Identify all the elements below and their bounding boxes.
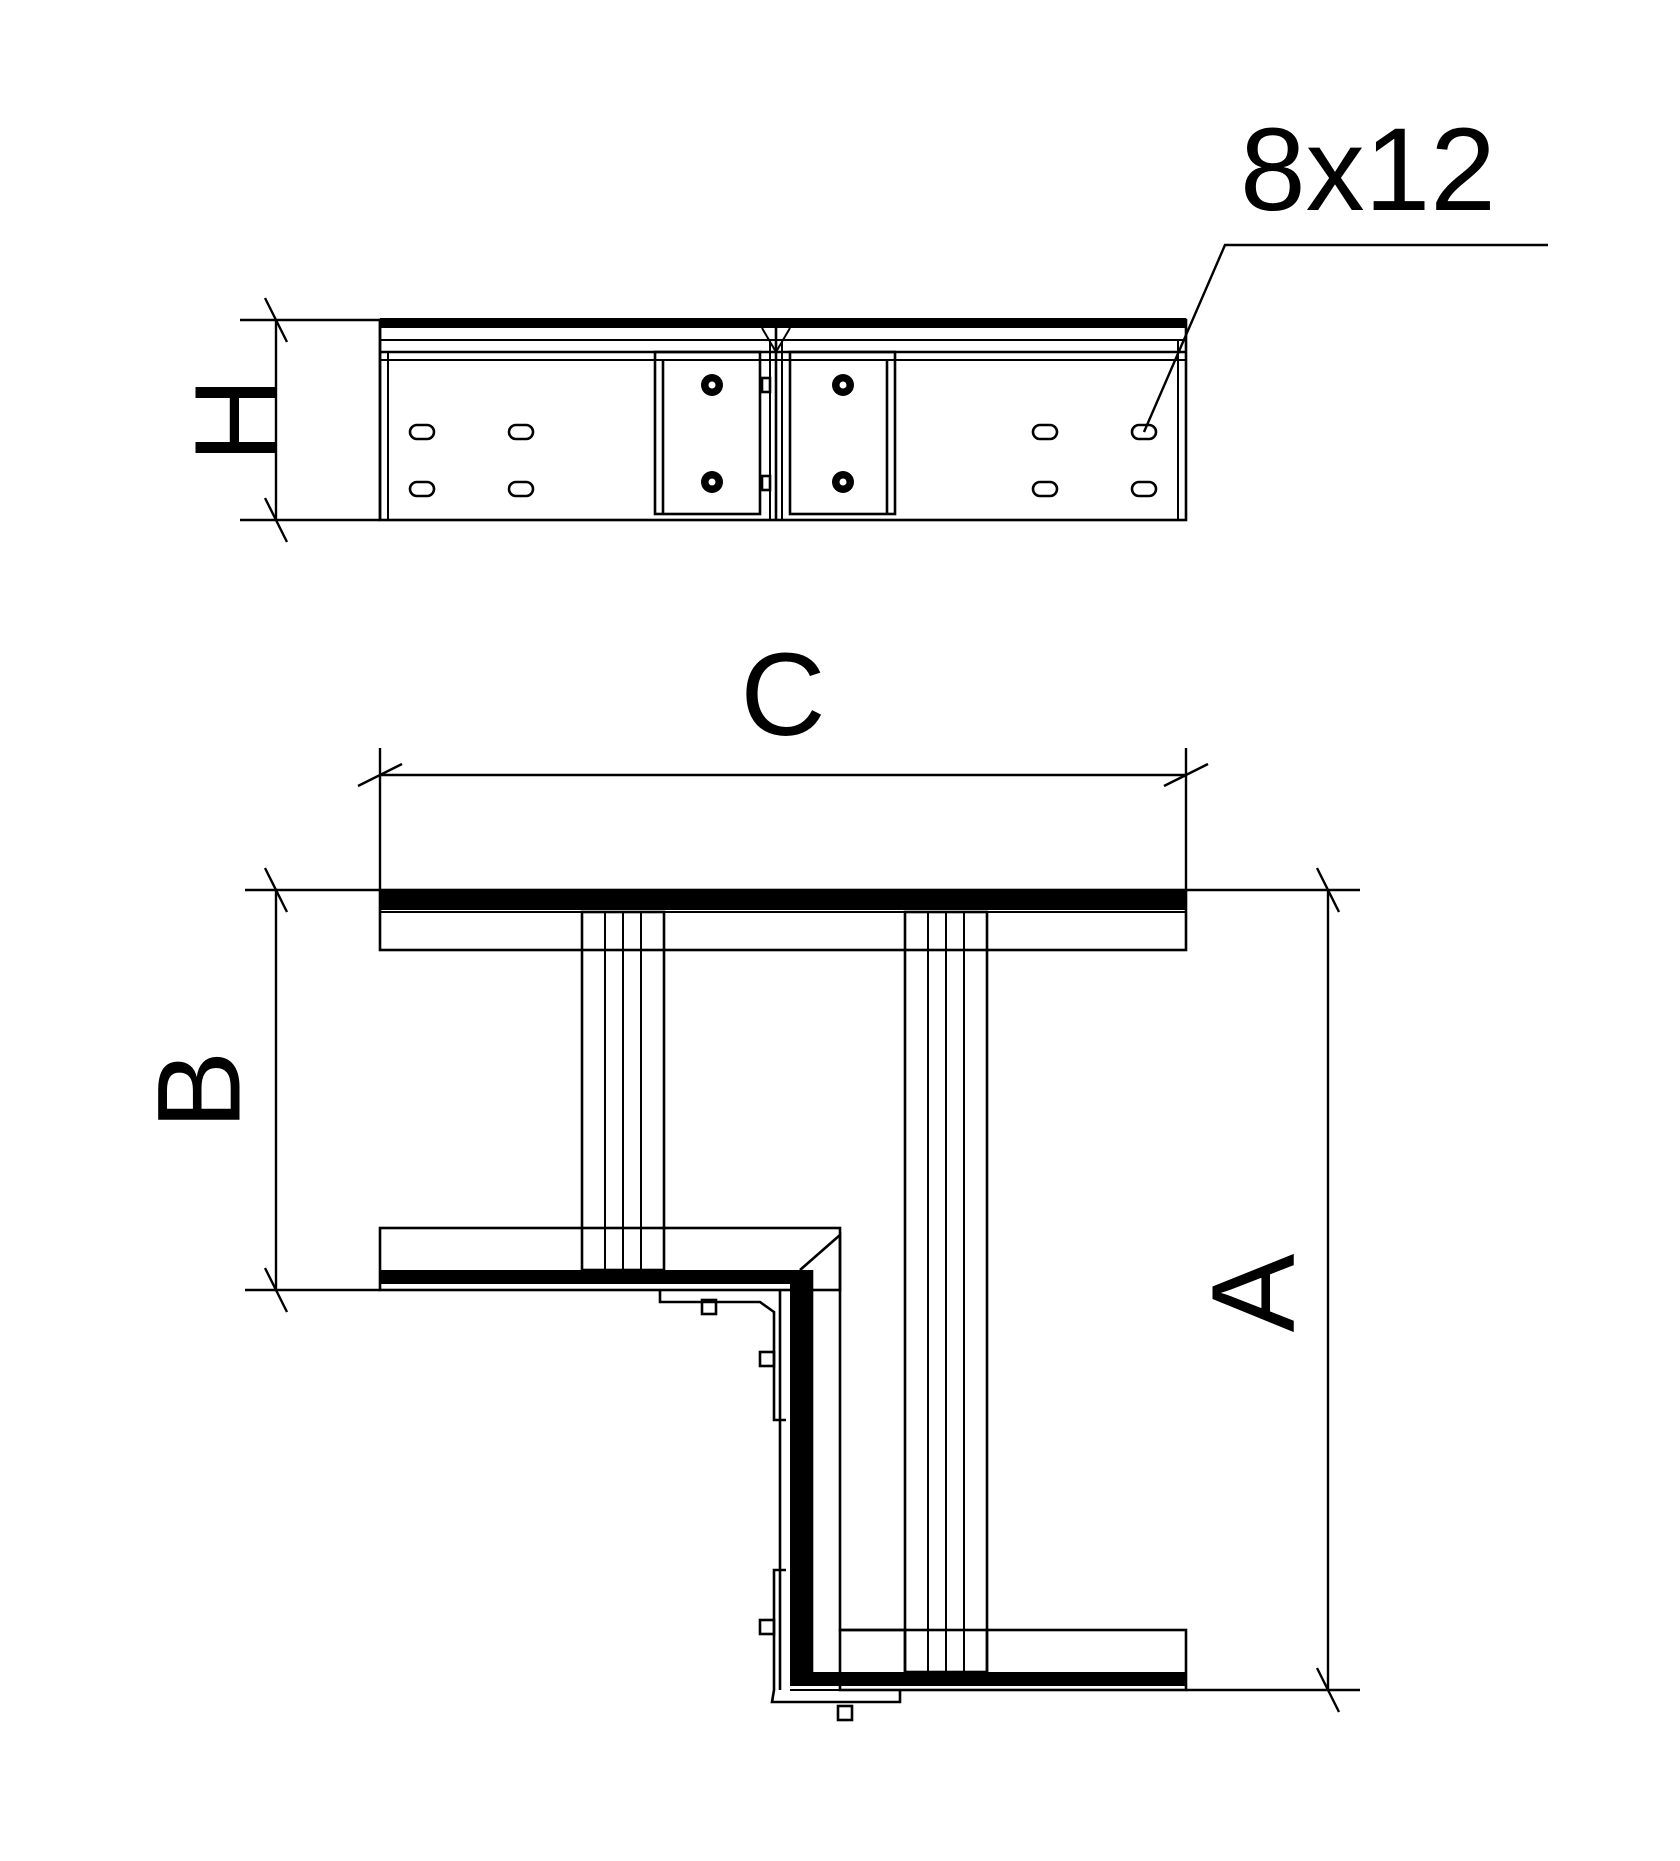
bolt-icon: [758, 1350, 776, 1368]
slot-hole: [507, 423, 535, 441]
main-tray-bottom-rail: [790, 1672, 1186, 1686]
dimension-h: [240, 297, 380, 543]
dimension-a: [1186, 867, 1360, 1713]
side-view-top-rail: [380, 318, 1186, 328]
bracket-plate-horizontal: [658, 1290, 786, 1422]
branch-rail: [380, 1270, 800, 1284]
splice-plate-left: [653, 350, 762, 516]
slot-hole: [1031, 423, 1059, 441]
slot-hole: [408, 480, 436, 498]
slot-hole: [408, 423, 436, 441]
side-view: [378, 243, 1548, 522]
bolt-icon: [758, 1618, 776, 1636]
dimension-a-label: A: [1187, 1253, 1319, 1332]
bolt-icon: [700, 1298, 718, 1316]
plan-view: [378, 888, 1188, 1722]
slot-hole: [1130, 423, 1158, 441]
bracket-plate-vertical: [770, 1568, 902, 1704]
bolt-icon: [836, 1704, 854, 1722]
dimension-c: [357, 748, 1209, 890]
dimension-b-label: B: [133, 1051, 265, 1130]
hole-callout-leader: [1142, 243, 1548, 433]
slot-hole: [507, 480, 535, 498]
slot-hole: [1031, 480, 1059, 498]
hole-callout-label: 8x12: [1240, 104, 1496, 236]
slot-hole: [1130, 480, 1158, 498]
corner-profile: [799, 1232, 905, 1632]
main-tray-top-rail: [380, 890, 1186, 910]
dimension-h-label: H: [170, 377, 302, 462]
dimension-b: [245, 867, 380, 1313]
dimension-c-label: C: [740, 629, 825, 761]
splice-plate-right: [788, 350, 897, 516]
